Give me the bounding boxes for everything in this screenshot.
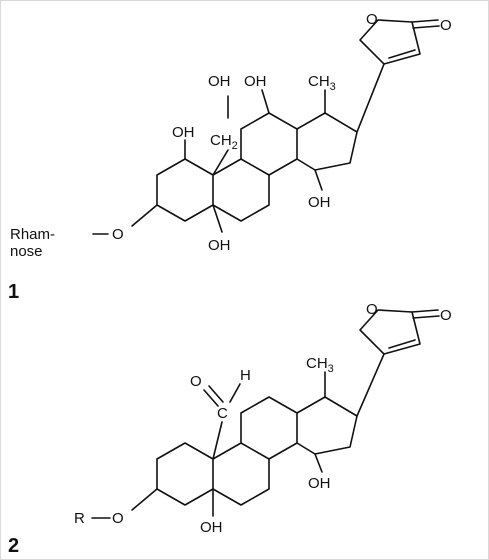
c1-c17-link: [356, 63, 385, 133]
c1-c5-oh-bond: [212, 204, 223, 233]
c2-carbonyl-1: [411, 309, 439, 313]
c2-oh-c5: OH: [200, 519, 223, 536]
c1-ether-o: O: [112, 226, 124, 243]
c2-ring-b: [212, 442, 270, 506]
c2-oh-c14: OH: [308, 475, 331, 492]
c2-aldehyde-c: C: [217, 405, 228, 422]
c1-c19-bond: [212, 149, 229, 176]
c2-aldehyde-ch-bond: [229, 383, 241, 403]
compound-2-number: 2: [8, 535, 19, 557]
c1-ring-o: O: [366, 11, 378, 28]
c1-c14-oh-bond: [314, 169, 323, 191]
c2-r-group: R: [74, 510, 85, 527]
c1-carbonyl-o: O: [440, 17, 452, 34]
c2-ether-o: O: [112, 510, 124, 527]
compound-2: O O CH3 O H C OH OH R O 2: [8, 301, 452, 557]
c2-c3-ether-bond: [131, 488, 158, 511]
c1-rhamnose-label-1: Rham-: [10, 226, 55, 243]
c2-aldehyde-co-2: [208, 385, 224, 403]
c2-aldehyde-h: H: [240, 367, 251, 384]
c1-oh-top-a: OH: [208, 73, 231, 90]
c1-c3-ether-bond: [131, 204, 158, 227]
c2-ring-o: O: [366, 301, 378, 318]
c1-ch3: CH3: [308, 73, 336, 93]
c2-aldehyde-c-bond: [212, 421, 223, 460]
c1-ring-c: [240, 112, 298, 176]
c2-ring-a: [156, 442, 214, 506]
c2-carbonyl-2: [412, 315, 440, 319]
c2-aldehyde-co-1: [203, 389, 219, 407]
c1-butenolide: [359, 19, 421, 65]
c2-ring-d: [296, 396, 358, 455]
c2-carbonyl-o: O: [440, 307, 452, 324]
c2-c17-link: [356, 353, 385, 417]
c1-c11-oh-bond: [261, 89, 270, 114]
c1-ring-d: [296, 112, 358, 171]
c2-butenolide-double: [388, 339, 416, 349]
c1-butenolide-double: [388, 49, 416, 59]
c1-oh-c1: OH: [172, 124, 195, 141]
c2-ring-c: [240, 396, 298, 460]
c1-ch2: CH2: [210, 132, 238, 152]
c2-ch3: CH3: [306, 355, 334, 375]
c1-oh-c14: OH: [308, 194, 331, 211]
c2-aldehyde-o: O: [190, 373, 202, 390]
c2-butenolide: [359, 309, 421, 355]
c1-oh-top-b: OH: [244, 73, 267, 90]
c1-ring-a: [156, 158, 214, 222]
compound-1: O O OH OH OH CH2 CH3 OH OH Rham- nose O …: [8, 11, 452, 303]
c1-ring-b: [212, 158, 270, 222]
c1-carbonyl-1: [411, 19, 439, 23]
c1-rhamnose-label-2: nose: [10, 243, 43, 260]
c1-carbonyl-2: [412, 25, 440, 29]
compound-1-number: 1: [8, 281, 19, 303]
c2-c14-oh-bond: [314, 453, 323, 473]
c1-oh-c5: OH: [208, 237, 231, 254]
